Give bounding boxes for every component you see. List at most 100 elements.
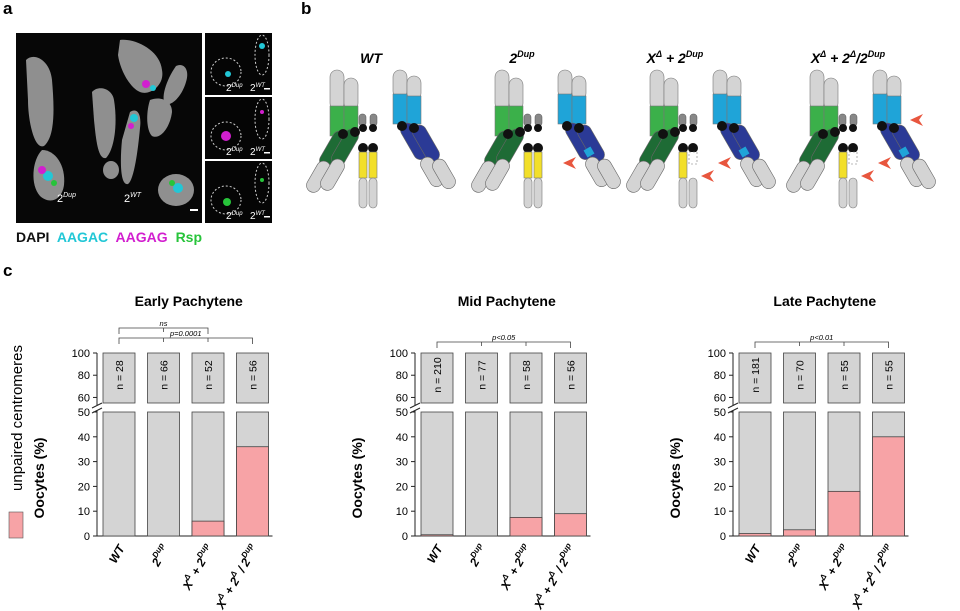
bar-unpaired (738, 533, 772, 537)
category-label: 2Dup (465, 541, 491, 569)
y-tick-label: 20 (78, 481, 90, 493)
y-tick-label: 80 (78, 370, 90, 382)
panel-label-c: c (3, 261, 12, 280)
panel-label-a: a (3, 0, 13, 18)
y-tick-label: 60 (714, 392, 726, 404)
panel-label-b: b (301, 0, 311, 18)
arrow-dup-3 (878, 157, 891, 169)
arrow-xdel-2 (701, 170, 714, 182)
bar-total-lower (147, 411, 180, 537)
n-label: n = 58 (521, 360, 533, 390)
comparison-bracket: p<0.05 (436, 333, 571, 348)
bar-total-lower (738, 411, 772, 537)
n-label: n = 52 (203, 360, 215, 390)
category-label: 2Dup (147, 541, 173, 569)
blue-tip-2 (597, 158, 621, 189)
bar-total-lower (102, 411, 136, 537)
bar-total-lower (420, 411, 454, 537)
n-label: n = 70 (795, 360, 807, 390)
y-tick-label: 20 (396, 481, 408, 493)
green-tip-2 (485, 158, 510, 191)
bar-unpaired (827, 490, 861, 537)
y-tick-label: 50 (78, 407, 90, 419)
inset-cyan: 2Dup 2WT (205, 33, 272, 95)
category-label: XΔ + 2Dup (814, 541, 853, 593)
svg-text:2Dup: 2Dup (226, 83, 243, 94)
bar-total-upper (783, 352, 816, 404)
y-tick-label: 10 (396, 506, 408, 518)
inset-green: 2Dup 2WT (205, 161, 272, 223)
svg-text:2Dup: 2Dup (226, 211, 243, 222)
fish-signals (38, 80, 183, 193)
category-label: WT (106, 541, 128, 566)
comparison-label: p=0.0001 (169, 329, 202, 338)
n-label: n = 66 (159, 360, 171, 390)
arrow-dup-1 (563, 157, 576, 169)
green-tip-2 (640, 158, 665, 191)
label-2wt-main: 2WT (124, 192, 142, 205)
bar-unpaired (554, 513, 587, 537)
y-tick-label: 10 (78, 506, 90, 518)
y-axis-label: Oocytes (%) (667, 438, 683, 519)
y-tick-label: 0 (720, 531, 726, 543)
y-tick-label: 50 (714, 407, 726, 419)
legend-aagag: AAGAG (116, 229, 168, 245)
y-axis-label: Oocytes (%) (31, 438, 47, 519)
bar-total-upper (738, 352, 772, 404)
bar-total-upper (465, 352, 498, 404)
bar-total-lower (509, 411, 543, 537)
legend-dapi: DAPI (16, 229, 49, 245)
comparison-bracket: p<0.01 (754, 333, 889, 348)
y-tick-label: 10 (714, 506, 726, 518)
genotype-title-2: XΔ + 2Dup (646, 49, 704, 66)
bar-total-upper (191, 352, 225, 404)
y-tick-label: 100 (72, 348, 90, 360)
y-tick-label: 40 (396, 432, 408, 444)
bar-unpaired (236, 446, 269, 537)
unpaired-legend-label: unpaired centromeres (9, 345, 26, 491)
n-label: n = 181 (750, 357, 762, 392)
category-label: XΔ + 2Δ / 2Dup (529, 541, 579, 611)
y-axis-label: Oocytes (%) (349, 438, 365, 519)
comparison-label: p<0.01 (809, 333, 833, 342)
blue-tip-2 (752, 158, 776, 189)
y-tick-label: 40 (78, 432, 90, 444)
n-label: n = 55 (884, 360, 896, 390)
genotype-schematic-3: XΔ + 2Δ/2Dup (786, 49, 936, 209)
y-tick-label: 100 (390, 348, 408, 360)
green-tip-2 (800, 158, 825, 191)
bar-total-upper (554, 352, 587, 404)
comparison-label: p<0.05 (491, 333, 516, 342)
chart-title: Mid Pachytene (458, 293, 556, 309)
genotype-schematic-2: XΔ + 2Dup (626, 49, 776, 209)
unpaired-legend: unpaired centromeres (8, 345, 26, 539)
genotype-title-0: WT (360, 50, 383, 66)
y-tick-label: 30 (396, 457, 408, 469)
arrow-2del-3 (910, 114, 923, 126)
y-tick-label: 0 (402, 531, 408, 543)
genotype-schematic-0: WT (306, 50, 456, 209)
bar-total-upper (827, 352, 861, 404)
category-label: XΔ + 2Δ / 2Dup (847, 541, 897, 611)
bar-unpaired (872, 436, 905, 537)
unpaired-legend-swatch (8, 511, 24, 539)
category-label: XΔ + 2Dup (178, 541, 217, 593)
y-tick-label: 60 (78, 392, 90, 404)
blue-tip-2 (912, 158, 936, 189)
n-label: n = 210 (432, 357, 444, 392)
arrow-dup-2 (718, 157, 731, 169)
y-tick-label: 80 (396, 370, 408, 382)
channel-legend: DAPI AAGAC AAGAG Rsp (16, 229, 202, 245)
category-label: WT (424, 541, 446, 566)
n-label: n = 55 (839, 360, 851, 390)
bar-total-upper (147, 352, 180, 404)
arrow-xdel-3 (861, 170, 874, 182)
y-tick-label: 0 (84, 531, 90, 543)
bar-total-upper (420, 352, 454, 404)
svg-text:2WT: 2WT (250, 83, 266, 94)
genotype-schematic-1: 2Dup (471, 49, 621, 209)
category-label: WT (742, 541, 764, 566)
